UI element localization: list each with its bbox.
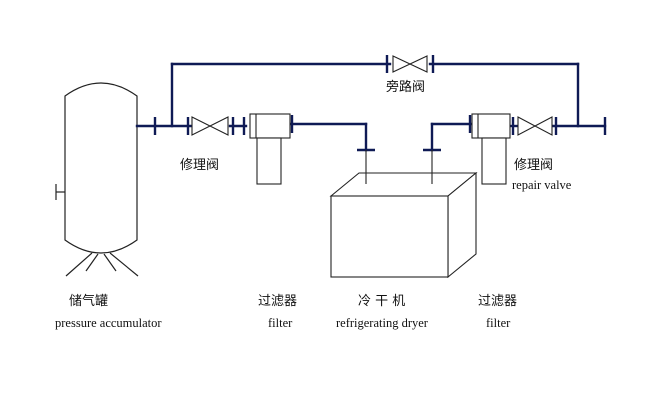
- pressure-accumulator: [55, 82, 139, 277]
- bypass-valve-label: 旁路阀: [386, 79, 425, 95]
- dryer-label-en: refrigerating dryer: [336, 316, 429, 330]
- right-filter-label-en: filter: [486, 316, 511, 330]
- left-repair-valve-label: 修理阀: [180, 158, 219, 173]
- right-repair-valve-label-en: repair valve: [512, 178, 572, 192]
- piping: [135, 62, 607, 152]
- bypass-valve: [392, 55, 428, 73]
- right-filter: [471, 113, 511, 185]
- pipe-flanges: [153, 55, 607, 152]
- dryer-label-zh: 冷 干 机: [358, 294, 405, 309]
- left-filter: [249, 113, 291, 185]
- left-repair-valve: [191, 116, 229, 136]
- refrigerating-dryer: [329, 150, 478, 279]
- left-filter-label-en: filter: [268, 316, 293, 330]
- accumulator-label-en: pressure accumulator: [55, 316, 162, 330]
- right-filter-label-zh: 过滤器: [478, 294, 517, 309]
- right-repair-valve-label-zh: 修理阀: [514, 158, 553, 173]
- right-repair-valve: [517, 116, 553, 136]
- accumulator-label-zh: 储气罐: [69, 293, 108, 309]
- left-filter-label-zh: 过滤器: [258, 294, 297, 309]
